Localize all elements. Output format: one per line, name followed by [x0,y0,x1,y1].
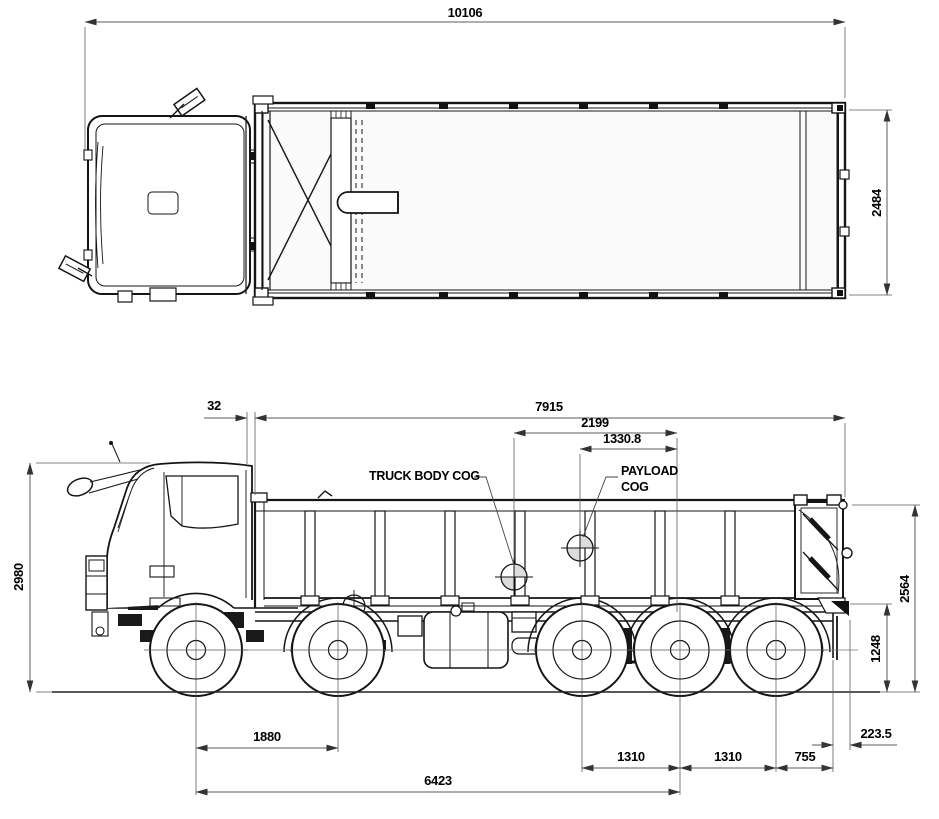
fuel-cap [450,605,462,617]
dim-overall-height-label: 2980 [11,563,26,591]
dim-body-length-label: 7915 [535,399,563,414]
dim-chassis-height: 1248 [850,603,892,693]
dim-axle4-axle5: 1310 [679,749,777,772]
tow-hook [95,626,105,636]
cog-callouts: TRUCK BODY COG PAYLOAD COG [369,464,679,566]
dim-rear-height-label: 2564 [897,574,912,603]
dim-wheelbase-label: 6423 [424,773,452,788]
dim-body-width-label: 2484 [869,188,884,217]
dim-axle5-frame-label: 755 [795,749,816,764]
cab-side [66,441,264,642]
dim-body-length: 7915 [254,399,846,497]
wheels [144,602,828,697]
dim-axle3-axle4: 1310 [581,749,681,772]
dim-payload-cog-label: 1330.8 [603,431,641,446]
battery-box [511,611,537,633]
dim-axle3-axle4-label: 1310 [617,749,645,764]
dim-axle1-axle2-label: 1880 [253,729,281,744]
dim-rear-overhang: 223.5 [812,726,897,749]
dim-overall-length: 10106 [84,5,846,150]
dim-body-width: 2484 [849,109,892,296]
body-plan [252,95,850,306]
dim-axle1-axle2: 1880 [195,729,339,752]
top-view [57,87,850,306]
dim-chassis-height-label: 1248 [868,635,883,663]
wheel-centerlines [144,602,828,696]
body-side [250,490,853,660]
dim-body-cog-label: 2199 [581,415,609,430]
right-mirror-plan [57,254,92,283]
front-bumper [85,555,108,611]
tailgate [793,494,853,660]
dim-payload-cog: 1330.8 [579,431,678,531]
cab-plan [57,87,256,303]
side-view [52,441,880,697]
dimensions: 10106 2484 32 7915 2199 [11,5,920,796]
dim-overall-height: 2980 [11,462,150,693]
dim-cab-gap: 32 [204,398,248,464]
dim-overall-length-label: 10106 [448,5,483,20]
dim-axle4-axle5-label: 1310 [714,749,742,764]
side-mirror [66,469,141,497]
payload-cog-marker [561,529,599,567]
antenna [111,443,121,463]
left-mirror-plan [172,87,206,117]
truck-body-cog-label: TRUCK BODY COG [369,469,480,483]
cab-window [165,475,239,529]
dim-rear-overhang-label: 223.5 [860,726,891,741]
dim-body-cog: 2199 [513,415,678,612]
payload-cog-label-line1: PAYLOAD [621,464,678,478]
payload-cog-label-line2: COG [621,480,649,494]
body-ribs [300,510,740,606]
fuel-tank [423,611,509,669]
exhaust-box [397,615,423,637]
dim-axle5-frame: 755 [775,749,834,772]
headlamp [88,559,105,572]
dim-cab-gap-label: 32 [207,398,221,413]
rail-ticks [366,104,728,297]
dim-wheelbase: 6423 [195,773,681,796]
dim-rear-height: 2564 [852,504,920,693]
